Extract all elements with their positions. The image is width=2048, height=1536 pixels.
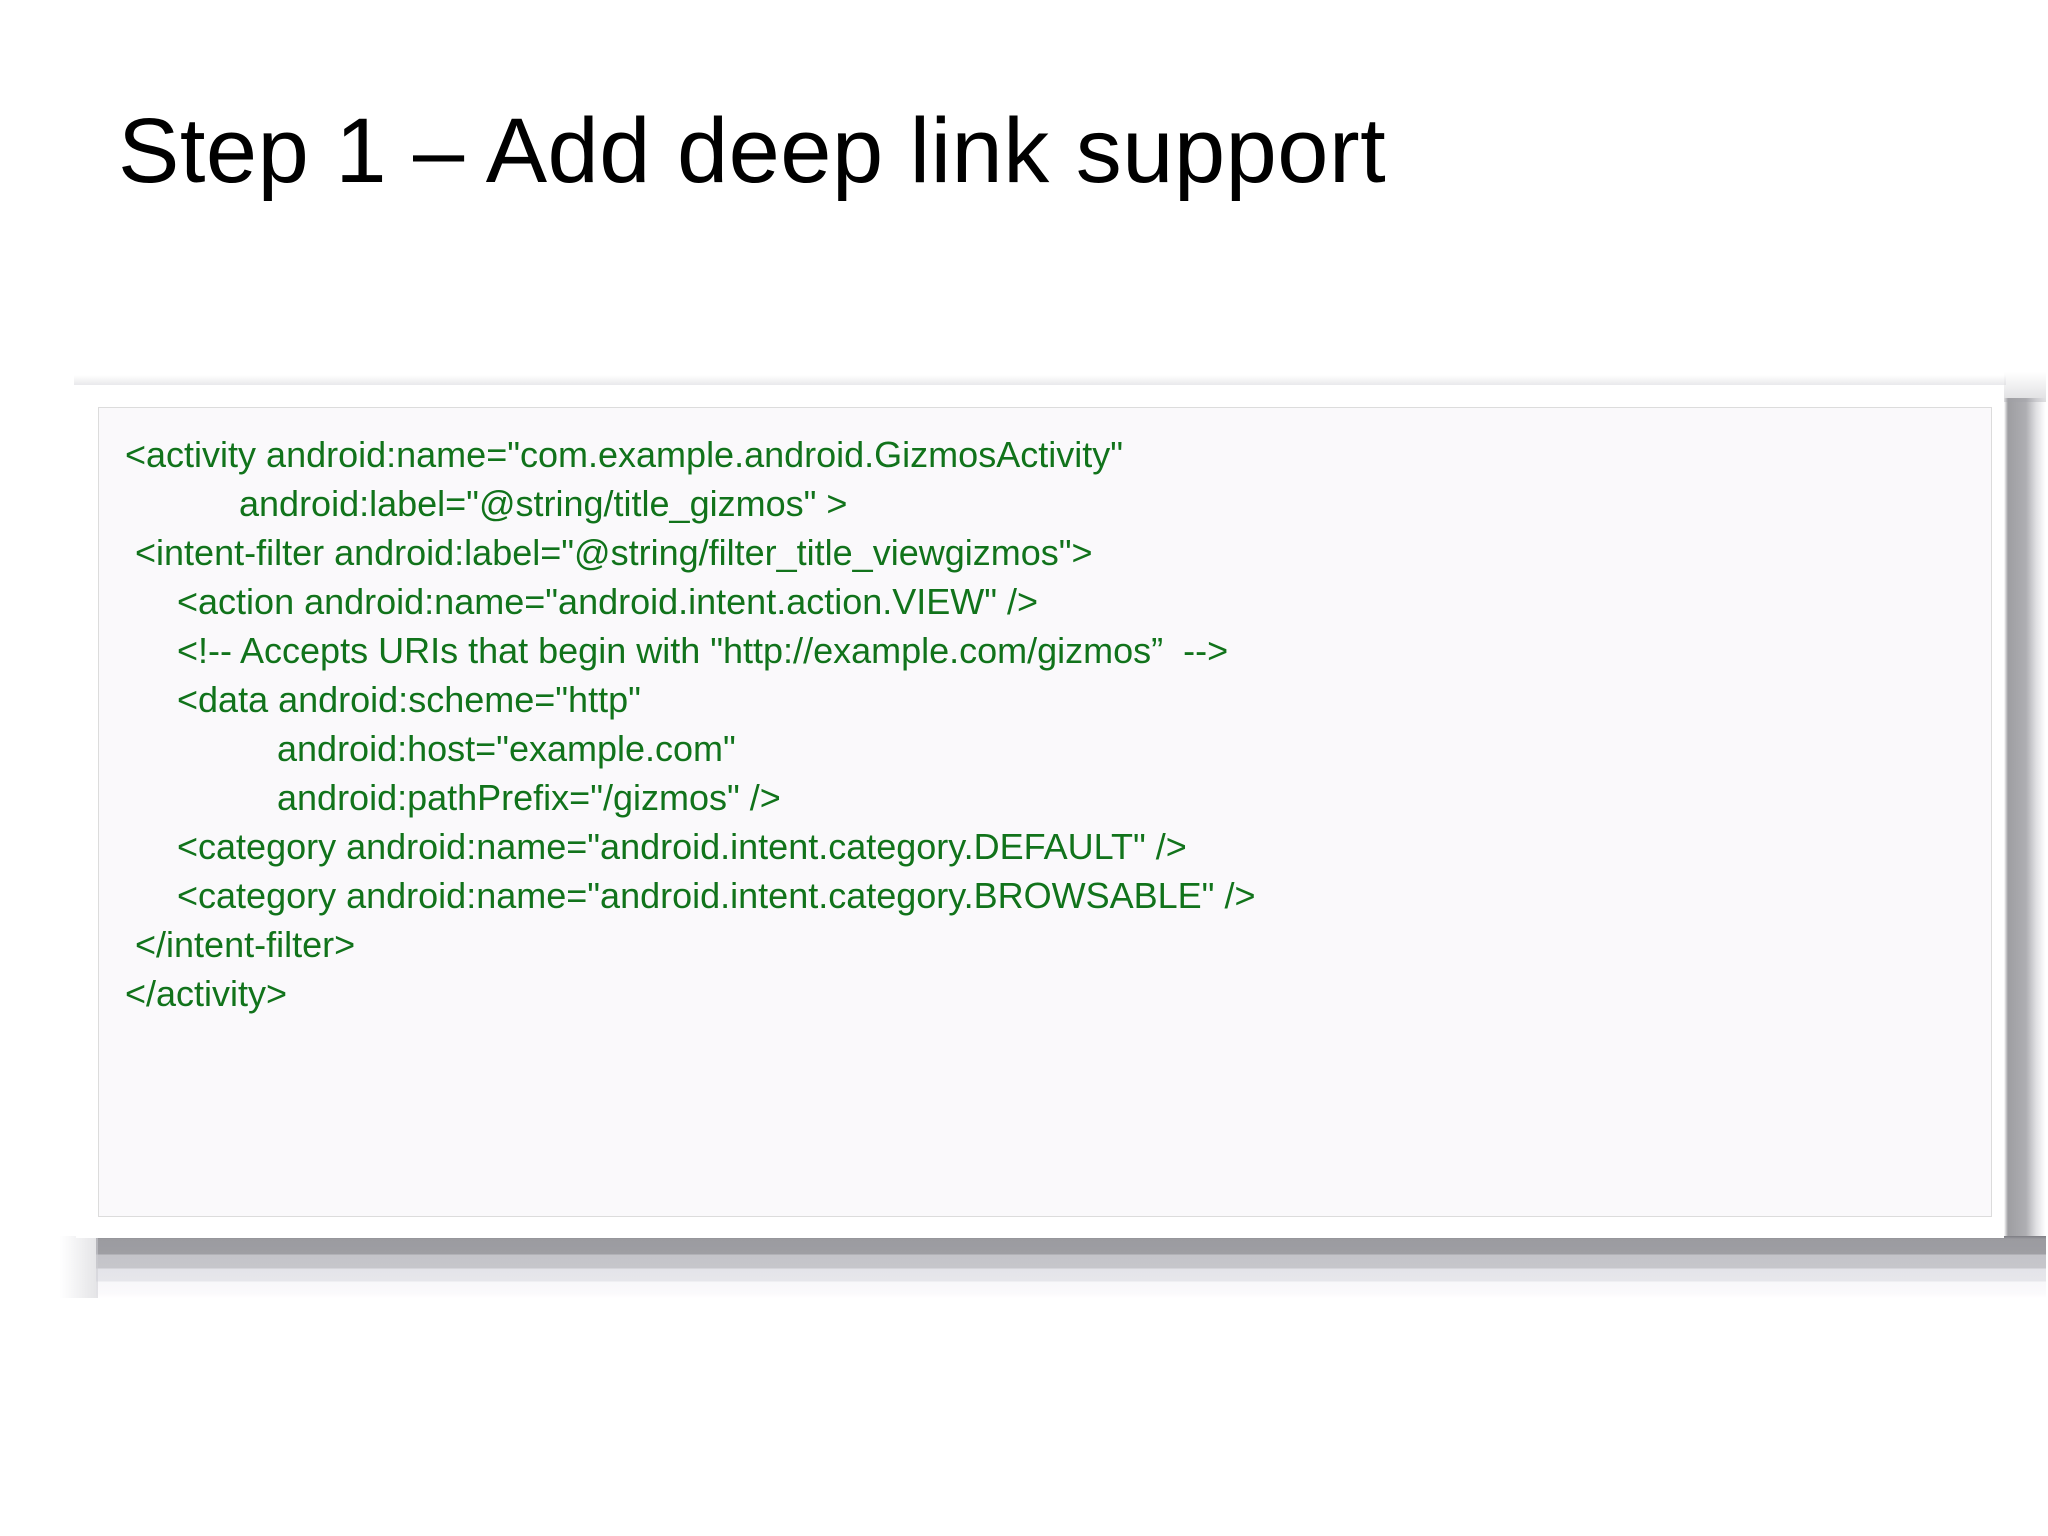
code-block-panel: <activity android:name="com.example.andr… [98, 407, 1992, 1217]
code-line-list: <activity android:name="com.example.andr… [99, 430, 1991, 1018]
code-line: <category android:name="android.intent.c… [177, 826, 1187, 867]
code-card-bottom-shadow [60, 1236, 2046, 1298]
page-title: Step 1 – Add deep link support [118, 100, 1387, 202]
code-line: <data android:scheme="http" [177, 679, 641, 720]
code-line: android:host="example.com" [277, 728, 736, 769]
code-line: android:pathPrefix="/gizmos" /> [277, 777, 781, 818]
code-line: <activity android:name="com.example.andr… [125, 434, 1123, 475]
code-line: android:label="@string/title_gizmos" > [239, 483, 848, 524]
code-line: <action android:name="android.intent.act… [177, 581, 1039, 622]
code-line: <intent-filter android:label="@string/fi… [135, 532, 1093, 573]
code-line: </intent-filter> [135, 924, 356, 965]
code-line: <category android:name="android.intent.c… [177, 875, 1256, 916]
code-line: <!-- Accepts URIs that begin with "http:… [177, 630, 1229, 671]
code-card-right-shadow [2004, 372, 2046, 1248]
code-line: </activity> [125, 973, 288, 1014]
